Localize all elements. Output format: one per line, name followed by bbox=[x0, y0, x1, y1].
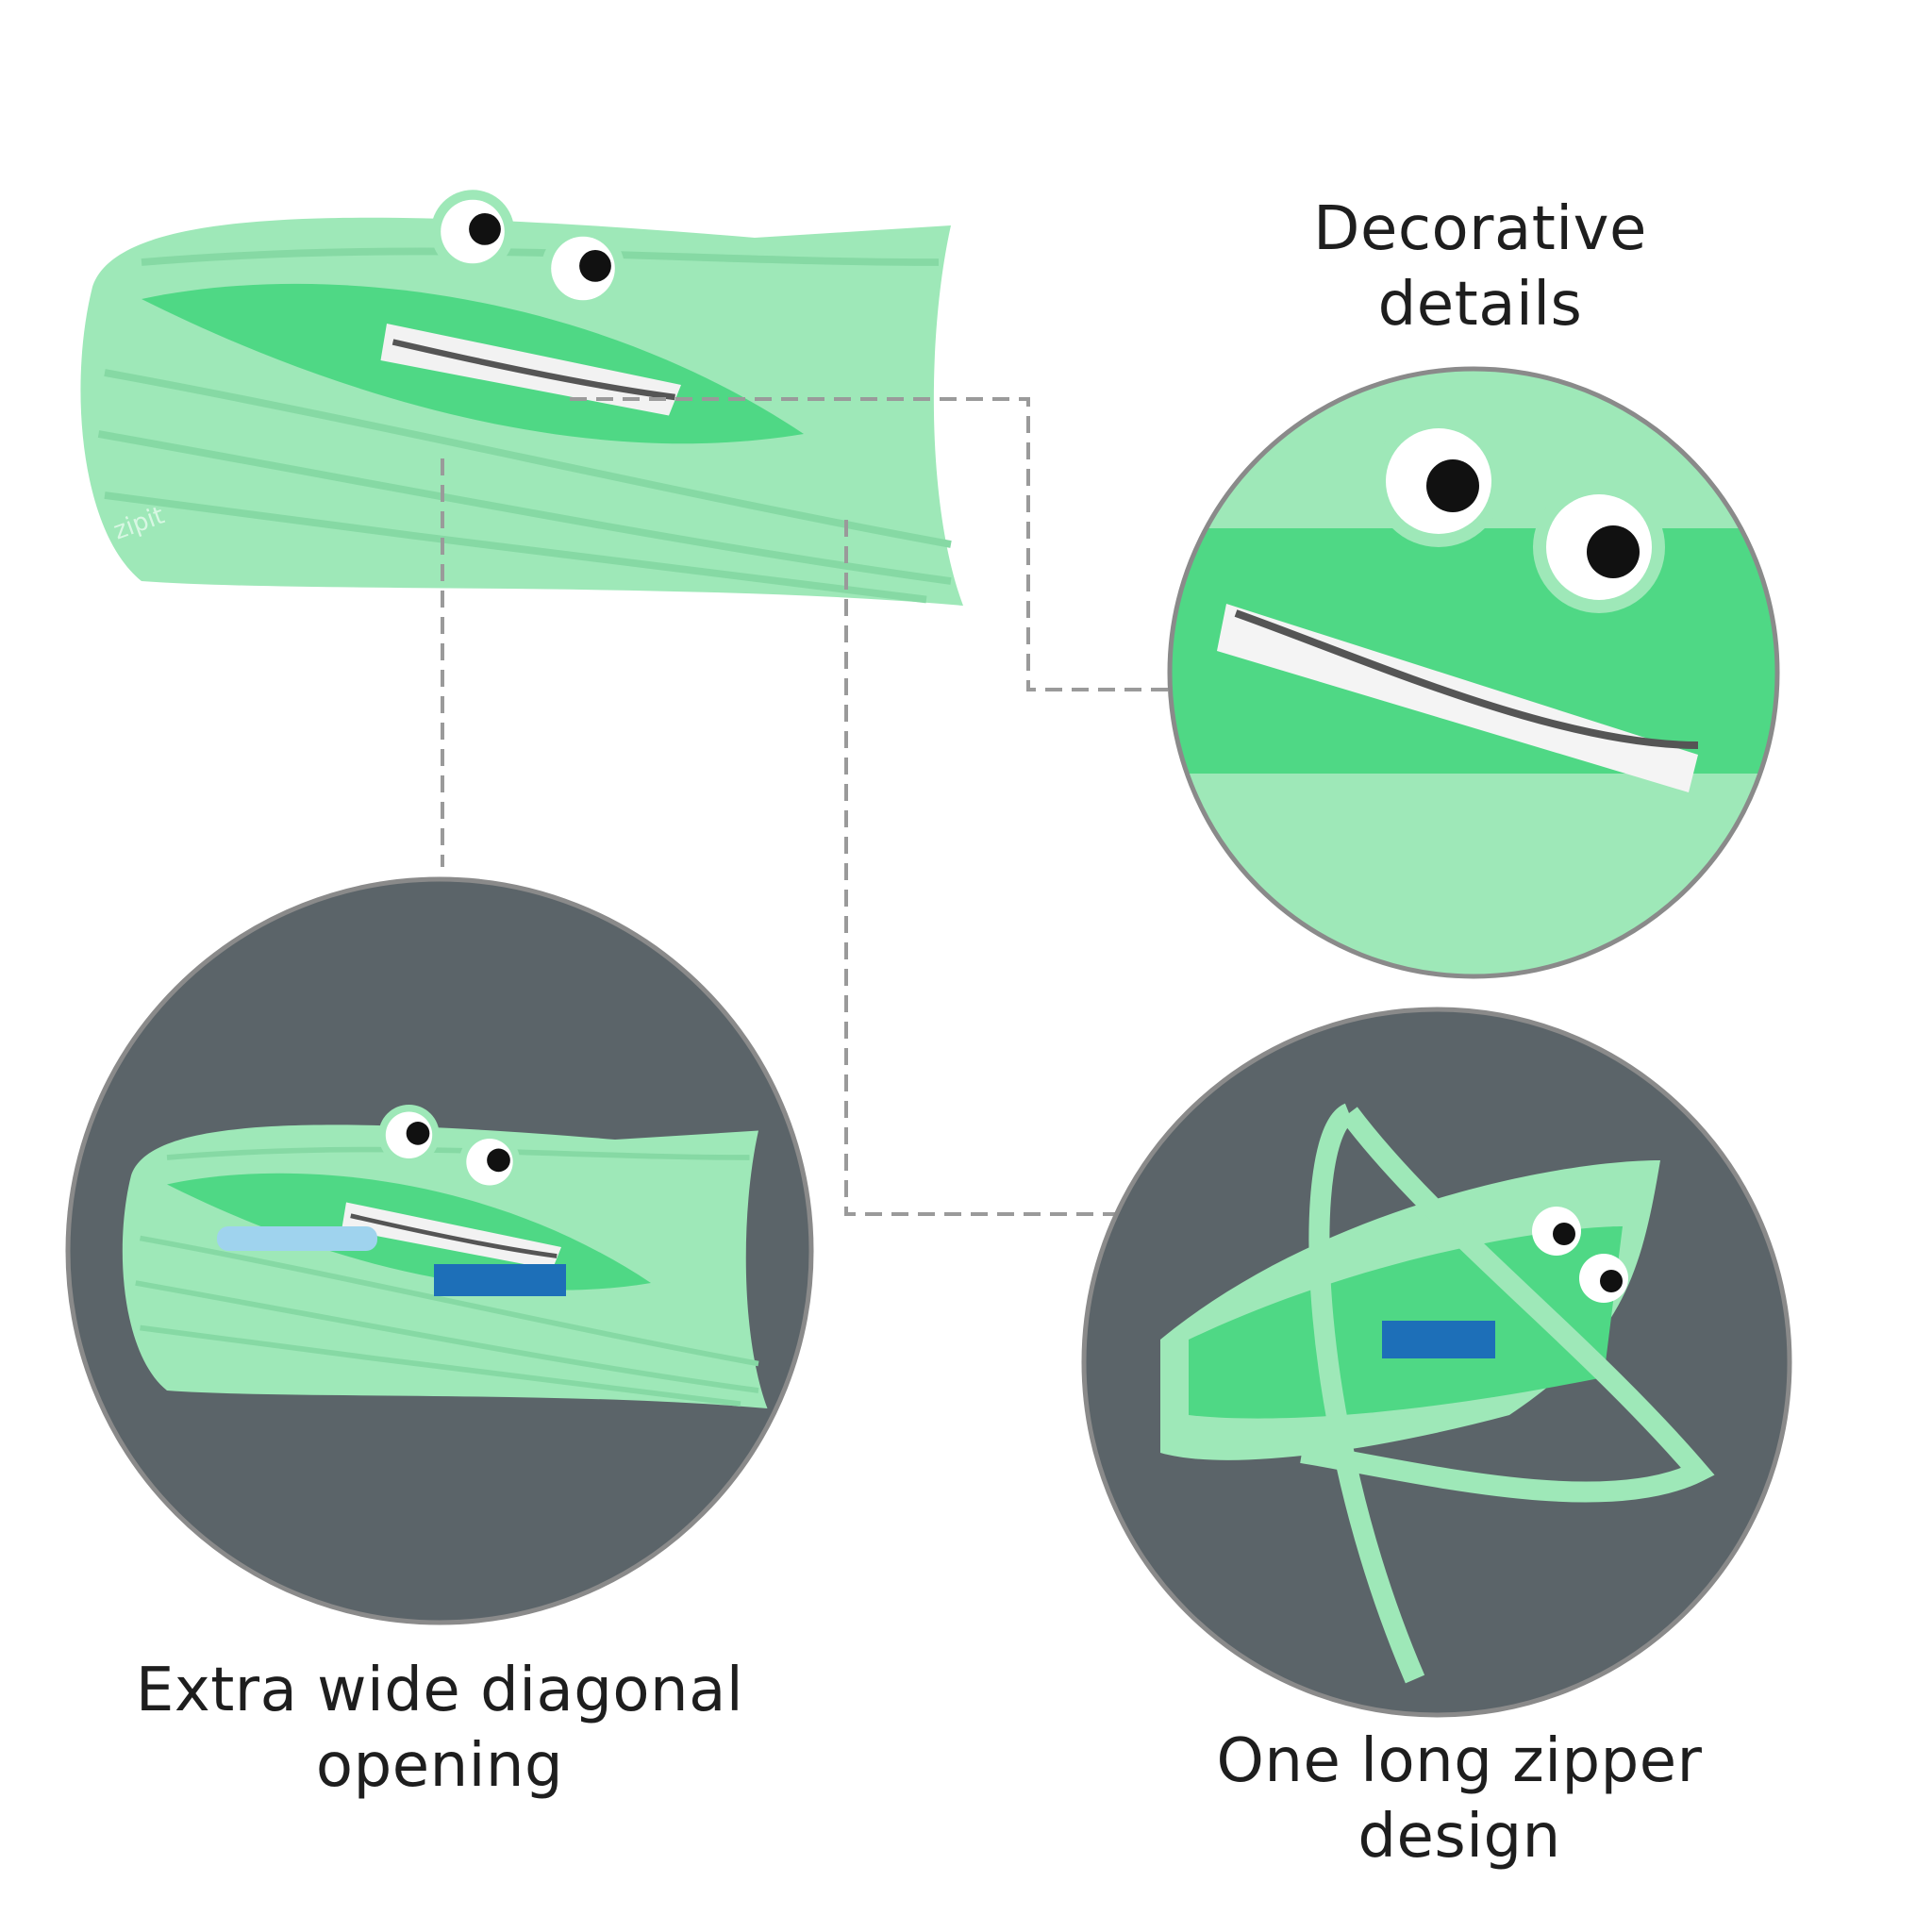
decorative-label-line2: details bbox=[1377, 270, 1583, 340]
diagonal-opening-label: Extra wide diagonal opening bbox=[62, 1653, 817, 1804]
diagonal-opening-circle bbox=[65, 876, 814, 1625]
long-zipper-label: One long zipper design bbox=[1082, 1724, 1837, 1874]
zipper-label-line1: One long zipper bbox=[1216, 1726, 1703, 1796]
decorative-details-label: Decorative details bbox=[1103, 192, 1857, 342]
opening-label-line1: Extra wide diagonal bbox=[135, 1656, 744, 1725]
zipper-label-line2: design bbox=[1357, 1802, 1561, 1872]
top-pouch-photo bbox=[80, 190, 963, 606]
long-zipper-circle bbox=[1081, 1007, 1792, 1718]
opening-label-line2: opening bbox=[315, 1731, 564, 1801]
decorative-details-circle bbox=[1167, 366, 1780, 979]
decorative-label-line1: Decorative bbox=[1313, 194, 1647, 264]
